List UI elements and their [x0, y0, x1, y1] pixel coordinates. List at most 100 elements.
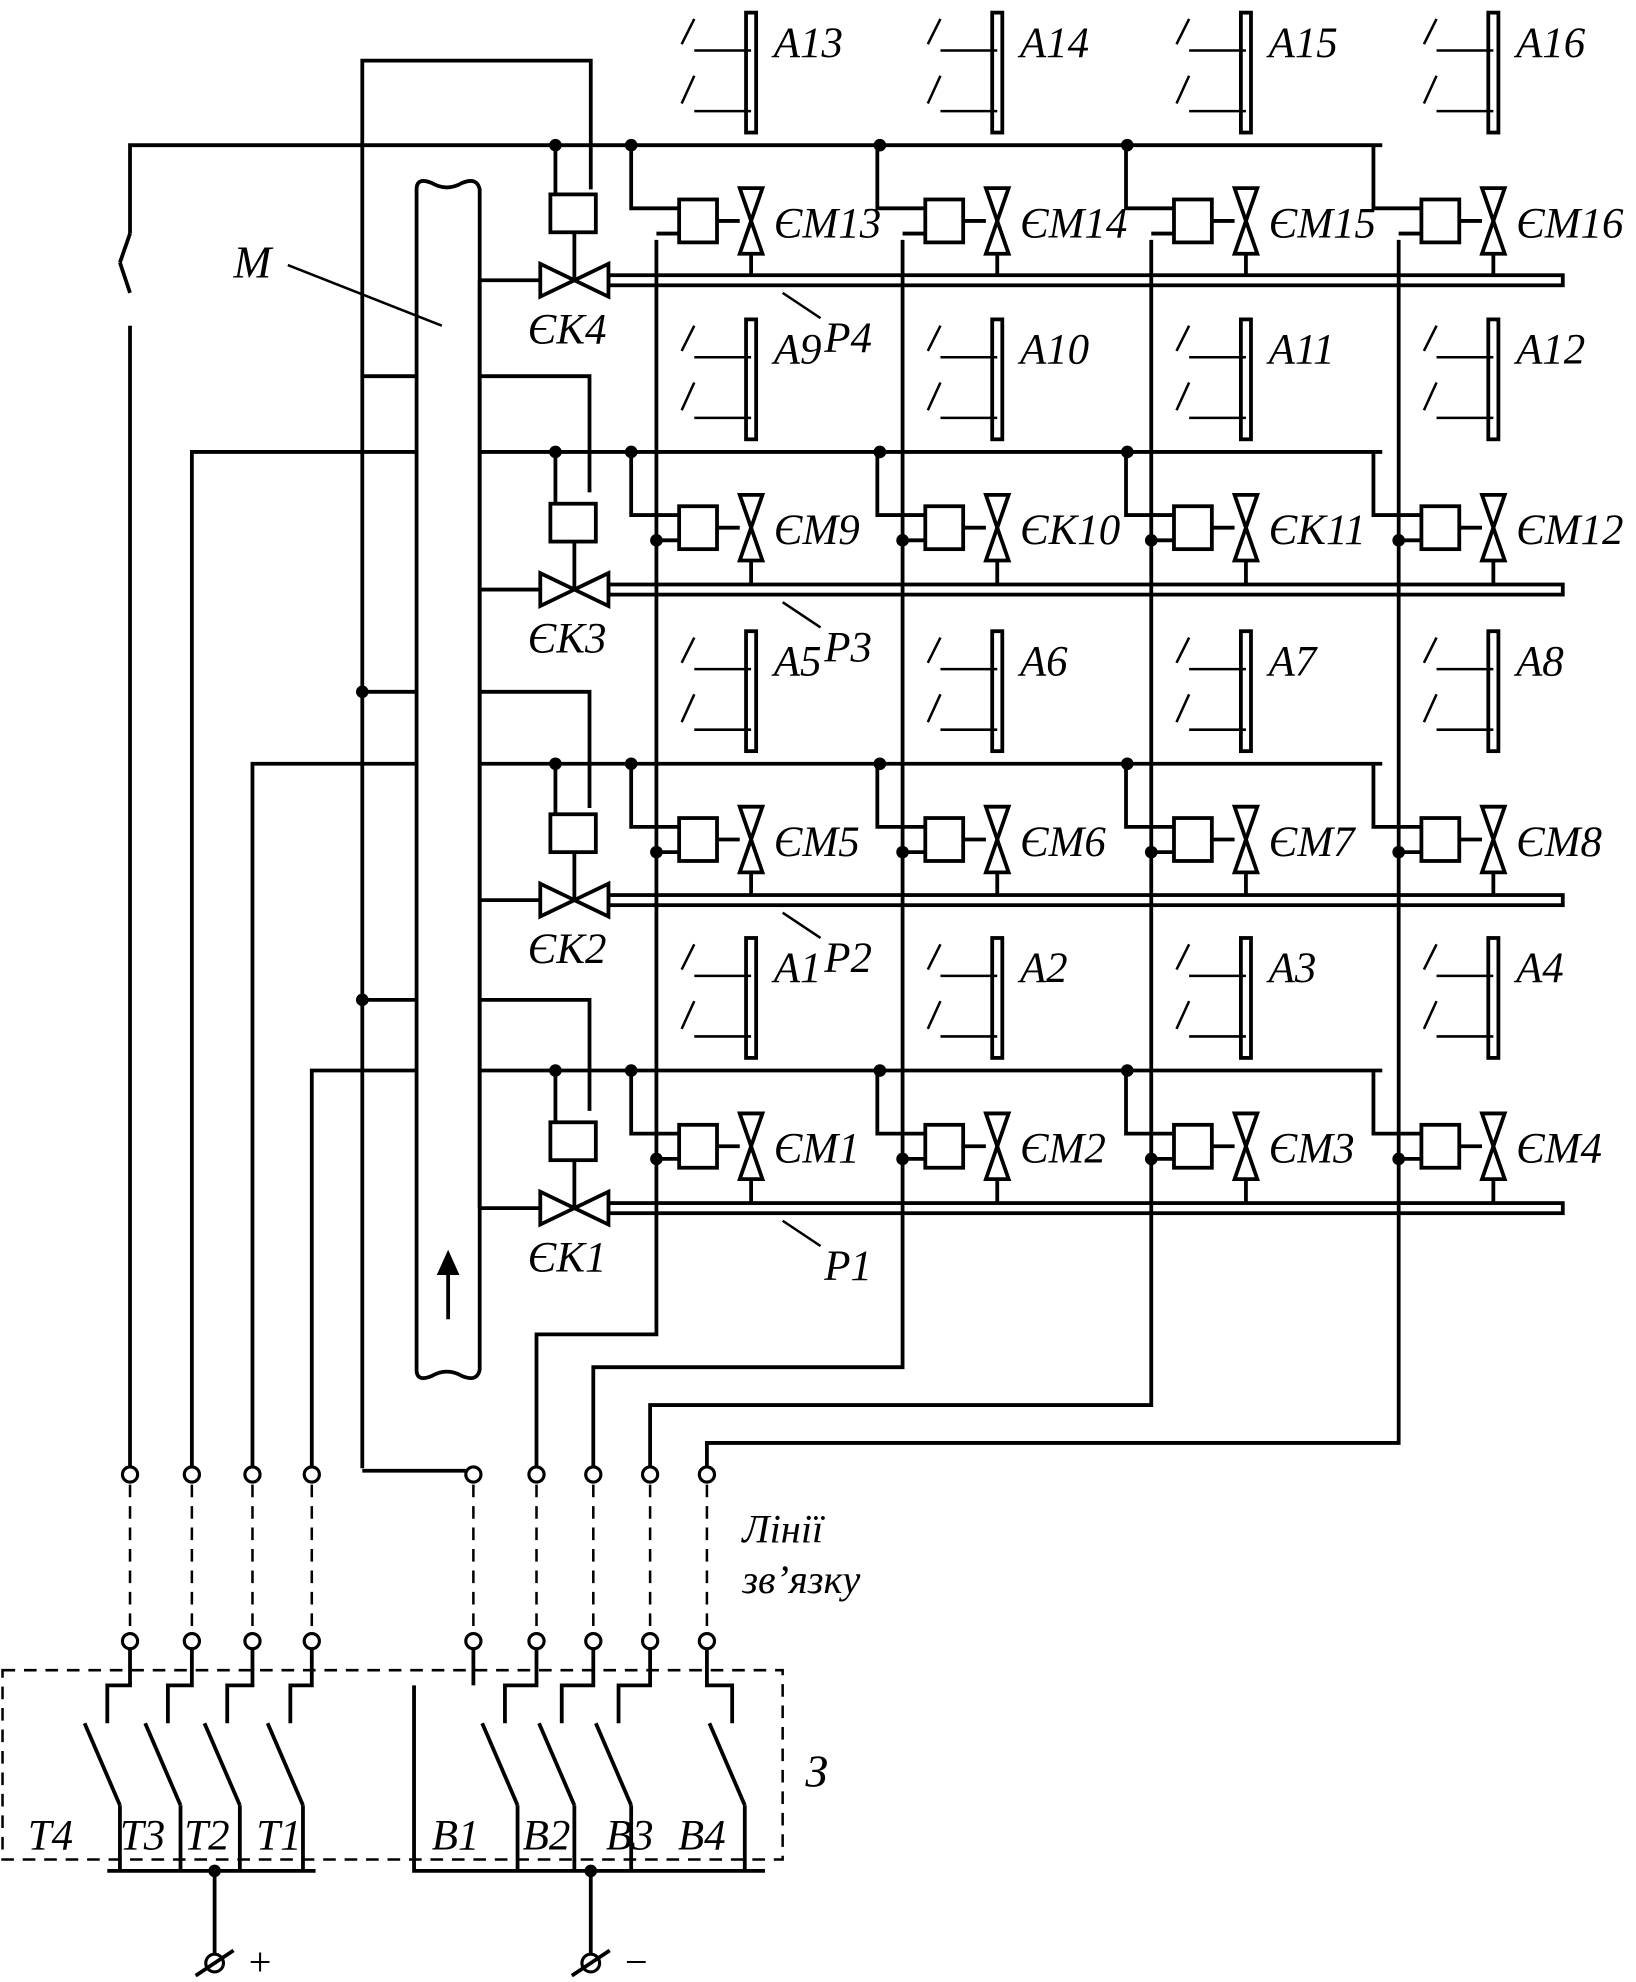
valve-half	[570, 1188, 611, 1228]
valve-half	[737, 186, 766, 227]
terminal-stroke	[570, 1948, 611, 1978]
row-switch	[118, 261, 132, 294]
wire	[360, 58, 593, 1469]
junction-dot	[1392, 534, 1405, 547]
junction-dot	[1392, 845, 1405, 859]
pressure-valve-label: ЄK4	[528, 306, 607, 353]
contact	[1175, 18, 1191, 45]
switch-wire	[225, 1648, 255, 1724]
valve-label: ЄM9	[774, 507, 860, 554]
valve-half	[1231, 521, 1260, 563]
valve-half	[983, 215, 1012, 256]
valve-half	[538, 1188, 579, 1228]
terminal	[584, 1465, 603, 1484]
switch-label: T2	[184, 1812, 229, 1859]
switch-wire	[105, 1648, 132, 1724]
junction-dot	[650, 1152, 663, 1166]
polarity-minus: −	[622, 1940, 649, 1982]
actuator-rod	[1238, 629, 1253, 754]
valve-half	[737, 1140, 766, 1181]
valve-half	[983, 492, 1012, 534]
terminal	[464, 1465, 483, 1484]
valve-label: ЄK11	[1269, 507, 1366, 554]
switch-blade	[480, 1722, 520, 1807]
terminal	[640, 1631, 660, 1651]
valve-half	[1231, 186, 1260, 227]
contact	[926, 381, 942, 411]
valve-label: ЄM8	[1516, 819, 1602, 866]
valve-coil	[1419, 816, 1462, 863]
valve-label: ЄM2	[1020, 1126, 1106, 1173]
valve-half	[1479, 833, 1508, 875]
junction-dot	[1392, 1152, 1405, 1166]
flow-arrow-head	[436, 1249, 460, 1276]
switch-wire	[705, 1648, 735, 1724]
actuator-rod	[990, 936, 1005, 1060]
actuator-label: A11	[1266, 327, 1335, 374]
valve-coil	[923, 1122, 966, 1170]
actuator-label: A15	[1266, 20, 1338, 67]
coil-wire	[1371, 1070, 1422, 1136]
actuator-rod	[744, 936, 759, 1060]
actuator-rod	[1486, 10, 1501, 135]
valve-half	[737, 804, 766, 846]
actuator-label: A4	[1513, 945, 1564, 992]
coil-wire	[629, 763, 680, 829]
valve-half	[1231, 492, 1260, 534]
valve-half	[538, 570, 579, 609]
terminal	[527, 1631, 546, 1651]
contact	[1422, 325, 1438, 352]
switch-wire	[503, 1648, 539, 1724]
polarity-plus: +	[246, 1940, 273, 1982]
junction-dot	[896, 534, 909, 547]
actuator-rod	[744, 317, 759, 442]
leader-p	[781, 291, 822, 320]
valve-half	[1231, 1140, 1260, 1181]
switch-wire	[165, 1648, 194, 1724]
leader-p	[781, 1219, 822, 1248]
coil-wire	[1124, 763, 1174, 829]
contact	[680, 1000, 696, 1030]
valve-half	[737, 492, 766, 534]
switch-label: B2	[523, 1812, 571, 1859]
contact	[680, 18, 696, 45]
junction-dot	[1144, 845, 1158, 859]
wire	[128, 143, 1383, 234]
terminal	[302, 1465, 321, 1484]
terminal	[697, 1465, 717, 1484]
valve-half	[737, 215, 766, 256]
row-switch	[118, 232, 132, 264]
contact	[1175, 693, 1191, 723]
contact	[926, 75, 942, 105]
valve-label: ЄM6	[1020, 819, 1106, 866]
valve-half	[1479, 215, 1508, 256]
terminal-stroke	[194, 1948, 235, 1978]
contact	[926, 18, 942, 45]
pressure-valve-label: ЄK2	[528, 926, 607, 973]
valve-coil	[1172, 504, 1214, 552]
contact	[1175, 325, 1191, 352]
coil-wire	[1371, 145, 1422, 211]
valve-half	[1479, 804, 1508, 846]
contact	[680, 636, 696, 664]
valve-coil	[1419, 504, 1462, 552]
valve-half	[983, 833, 1012, 875]
pipe-label: P4	[823, 315, 872, 362]
switch-label: B1	[432, 1812, 480, 1859]
switch-blade	[82, 1722, 122, 1807]
valve-half	[983, 186, 1012, 227]
valve-label: ЄM12	[1516, 507, 1623, 554]
actuator-label: A6	[1017, 638, 1068, 685]
wire	[189, 450, 1383, 1469]
junction-dot	[650, 534, 663, 547]
valve-coil	[923, 197, 966, 245]
actuator-label: A2	[1017, 945, 1068, 992]
valve-half	[538, 880, 579, 920]
actuator-rod	[990, 629, 1005, 754]
coil-wire	[1371, 763, 1422, 829]
switch-label: T4	[28, 1812, 73, 1859]
actuator-rod	[1486, 936, 1501, 1060]
